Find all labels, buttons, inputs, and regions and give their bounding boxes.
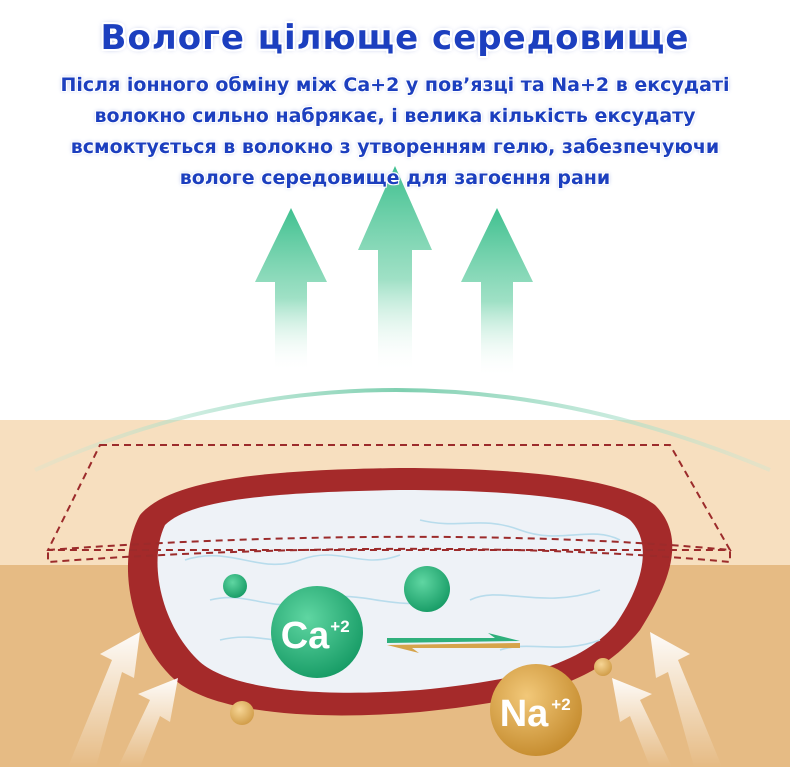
description-line: всмоктується в волокно з утворенням гелю…	[70, 136, 720, 158]
description-line: волокно сильно набрякає, і велика кількі…	[94, 105, 696, 127]
ion-exchange-arrows	[387, 633, 520, 653]
calcium-particle	[404, 566, 450, 612]
exudate-arrow-icon	[118, 678, 178, 767]
exchange-right-arrow-icon	[387, 633, 520, 643]
calcium-ion: Ca +2	[271, 586, 363, 678]
page-title: Вологе цілюще середовище	[100, 18, 690, 58]
sodium-particle	[230, 701, 254, 725]
sodium-ion: Na +2	[490, 664, 582, 756]
sodium-charge: +2	[551, 695, 570, 714]
calcium-particle	[223, 574, 247, 598]
up-arrow-icon	[255, 208, 327, 372]
exudate-arrow-icon	[612, 678, 672, 767]
sodium-symbol: Na	[500, 693, 549, 735]
exudate-arrow-icon	[68, 632, 140, 767]
exudate-arrows	[68, 632, 722, 767]
description-line: вологе середовище для загоєння рани	[179, 167, 611, 189]
description: Після іонного обміну між Ca+2 у пов’язці…	[20, 70, 770, 194]
description-line: Після іонного обміну між Ca+2 у пов’язці…	[60, 74, 730, 96]
exudate-arrow-icon	[650, 632, 722, 767]
sodium-particle	[594, 658, 612, 676]
dressing-outline	[46, 444, 732, 564]
up-arrow-icon	[358, 166, 432, 372]
exchange-left-arrow-icon	[387, 643, 520, 653]
evaporation-arc	[34, 388, 771, 472]
moisture-up-arrows	[255, 166, 533, 378]
calcium-symbol: Ca	[281, 615, 330, 657]
up-arrow-icon	[461, 208, 533, 378]
calcium-charge: +2	[330, 617, 349, 636]
